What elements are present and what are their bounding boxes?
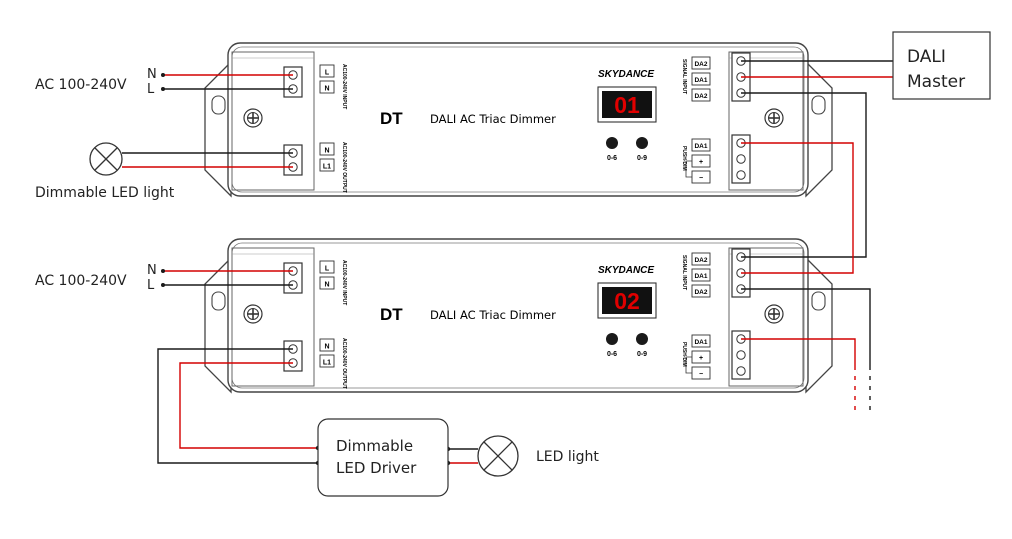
- display-value: 02: [614, 288, 640, 314]
- terminal-cover-left: [231, 247, 315, 387]
- push-dim-label: PUSH-DIM: [681, 146, 687, 171]
- lamp-2-label: LED light: [536, 449, 599, 465]
- terminal-cover-left: [231, 51, 315, 191]
- dali-master-box: DALI Master: [892, 31, 991, 100]
- output-term-l1: L1: [323, 164, 331, 171]
- knob-left-label: 0-6: [607, 155, 617, 162]
- model-label: DT: [380, 109, 403, 128]
- signal-term-da2b: DA2: [694, 289, 707, 296]
- mount-ear-left: [204, 256, 232, 394]
- input-label: AC100-240V INPUT: [341, 260, 347, 305]
- push-term-da1: DA1: [694, 339, 707, 346]
- dimmer-unit-2: L N AC100-240V INPUT N L1 AC100-240V OUT…: [204, 238, 833, 394]
- signal-term-da2b: DA2: [694, 93, 707, 100]
- mains-label-2: AC 100-240V: [35, 273, 127, 289]
- screw-icon: [764, 304, 784, 324]
- segment-display: [602, 91, 652, 118]
- wire-out-n-2: [157, 348, 318, 464]
- knob-right-label: 0-9: [637, 155, 647, 162]
- driver-line1: Dimmable: [336, 437, 413, 455]
- wires: [122, 60, 893, 464]
- terminal-cover-right: [728, 247, 804, 387]
- push-term-minus: −: [699, 371, 703, 378]
- wire-da1-link: [741, 142, 854, 274]
- wire-out-l1-2: [179, 362, 318, 449]
- output-term-l1: L1: [323, 360, 331, 367]
- led-driver-box: Dimmable LED Driver: [317, 418, 449, 497]
- knob-left[interactable]: [606, 333, 618, 345]
- mount-ear-right: [805, 60, 833, 198]
- input-term-l: L: [325, 70, 330, 77]
- signal-input-label: SIGNAL INPUT: [681, 255, 687, 290]
- signal-term-da2: DA2: [694, 257, 707, 264]
- input-label: AC100-240V INPUT: [341, 64, 347, 109]
- input-terminal-block: [283, 66, 303, 98]
- lamp-icon: [477, 435, 519, 477]
- push-terminal-block: [731, 134, 751, 184]
- output-term-n: N: [324, 344, 329, 351]
- lamp-icon: [89, 142, 123, 176]
- segment-display: [602, 287, 652, 314]
- dimmer-body: [227, 238, 809, 393]
- signal-input-label: SIGNAL INPUT: [681, 59, 687, 94]
- input-term-n: N: [324, 282, 329, 289]
- mount-ear-right: [805, 256, 833, 394]
- wire-da2-link: [741, 92, 867, 258]
- knob-right-label: 0-9: [637, 351, 647, 358]
- brand-logo: SKYDANCE: [598, 265, 654, 276]
- knob-right[interactable]: [636, 333, 648, 345]
- mount-ear-left: [204, 60, 232, 198]
- knob-left[interactable]: [606, 137, 618, 149]
- mains-n-2: N: [147, 263, 157, 278]
- input-term-l: L: [325, 266, 330, 273]
- lamp-1-label: Dimmable LED light: [35, 185, 175, 201]
- signal-term-da2: DA2: [694, 61, 707, 68]
- push-term-plus: +: [699, 355, 703, 362]
- mains-l-2: L: [147, 278, 155, 293]
- input-terminal-block: [283, 262, 303, 294]
- mount-slot: [211, 291, 226, 311]
- mains-l-1: L: [147, 82, 155, 97]
- model-label: DT: [380, 305, 403, 324]
- terminal-cover-right: [728, 51, 804, 191]
- screw-icon: [764, 108, 784, 128]
- push-terminal-block: [731, 330, 751, 380]
- display-value: 01: [614, 92, 640, 118]
- output-terminal-block: [283, 144, 303, 176]
- output-term-n: N: [324, 148, 329, 155]
- model-description: DALI AC Triac Dimmer: [430, 308, 556, 322]
- screw-icon: [243, 304, 263, 324]
- dali-master-line1: DALI: [907, 47, 946, 67]
- output-label: AC100-240V OUTPUT: [341, 142, 347, 193]
- push-term-minus: −: [699, 175, 703, 182]
- knob-right[interactable]: [636, 137, 648, 149]
- knob-left-label: 0-6: [607, 351, 617, 358]
- push-term-plus: +: [699, 159, 703, 166]
- mount-slot: [811, 291, 826, 311]
- dimmer-unit-1: L N AC100-240V INPUT N L1 AC100-240V OUT…: [204, 42, 833, 198]
- model-description: DALI AC Triac Dimmer: [430, 112, 556, 126]
- wire-da1-continue: [741, 338, 856, 370]
- output-label: AC100-240V OUTPUT: [341, 338, 347, 389]
- brand-logo: SKYDANCE: [598, 69, 654, 80]
- push-dim-label: PUSH-DIM: [681, 342, 687, 367]
- mount-slot: [211, 95, 226, 115]
- mains-n-1: N: [147, 67, 157, 82]
- signal-term-da1: DA1: [694, 77, 707, 84]
- signal-term-da1: DA1: [694, 273, 707, 280]
- mount-slot: [811, 95, 826, 115]
- wire-da2-continue: [741, 288, 871, 370]
- mains-label-1: AC 100-240V: [35, 77, 127, 93]
- dali-master-line2: Master: [907, 72, 965, 92]
- output-terminal-block: [283, 340, 303, 372]
- dimmer-body: [227, 42, 809, 197]
- driver-line2: LED Driver: [336, 459, 417, 477]
- screw-icon: [243, 108, 263, 128]
- push-term-da1: DA1: [694, 143, 707, 150]
- input-term-n: N: [324, 86, 329, 93]
